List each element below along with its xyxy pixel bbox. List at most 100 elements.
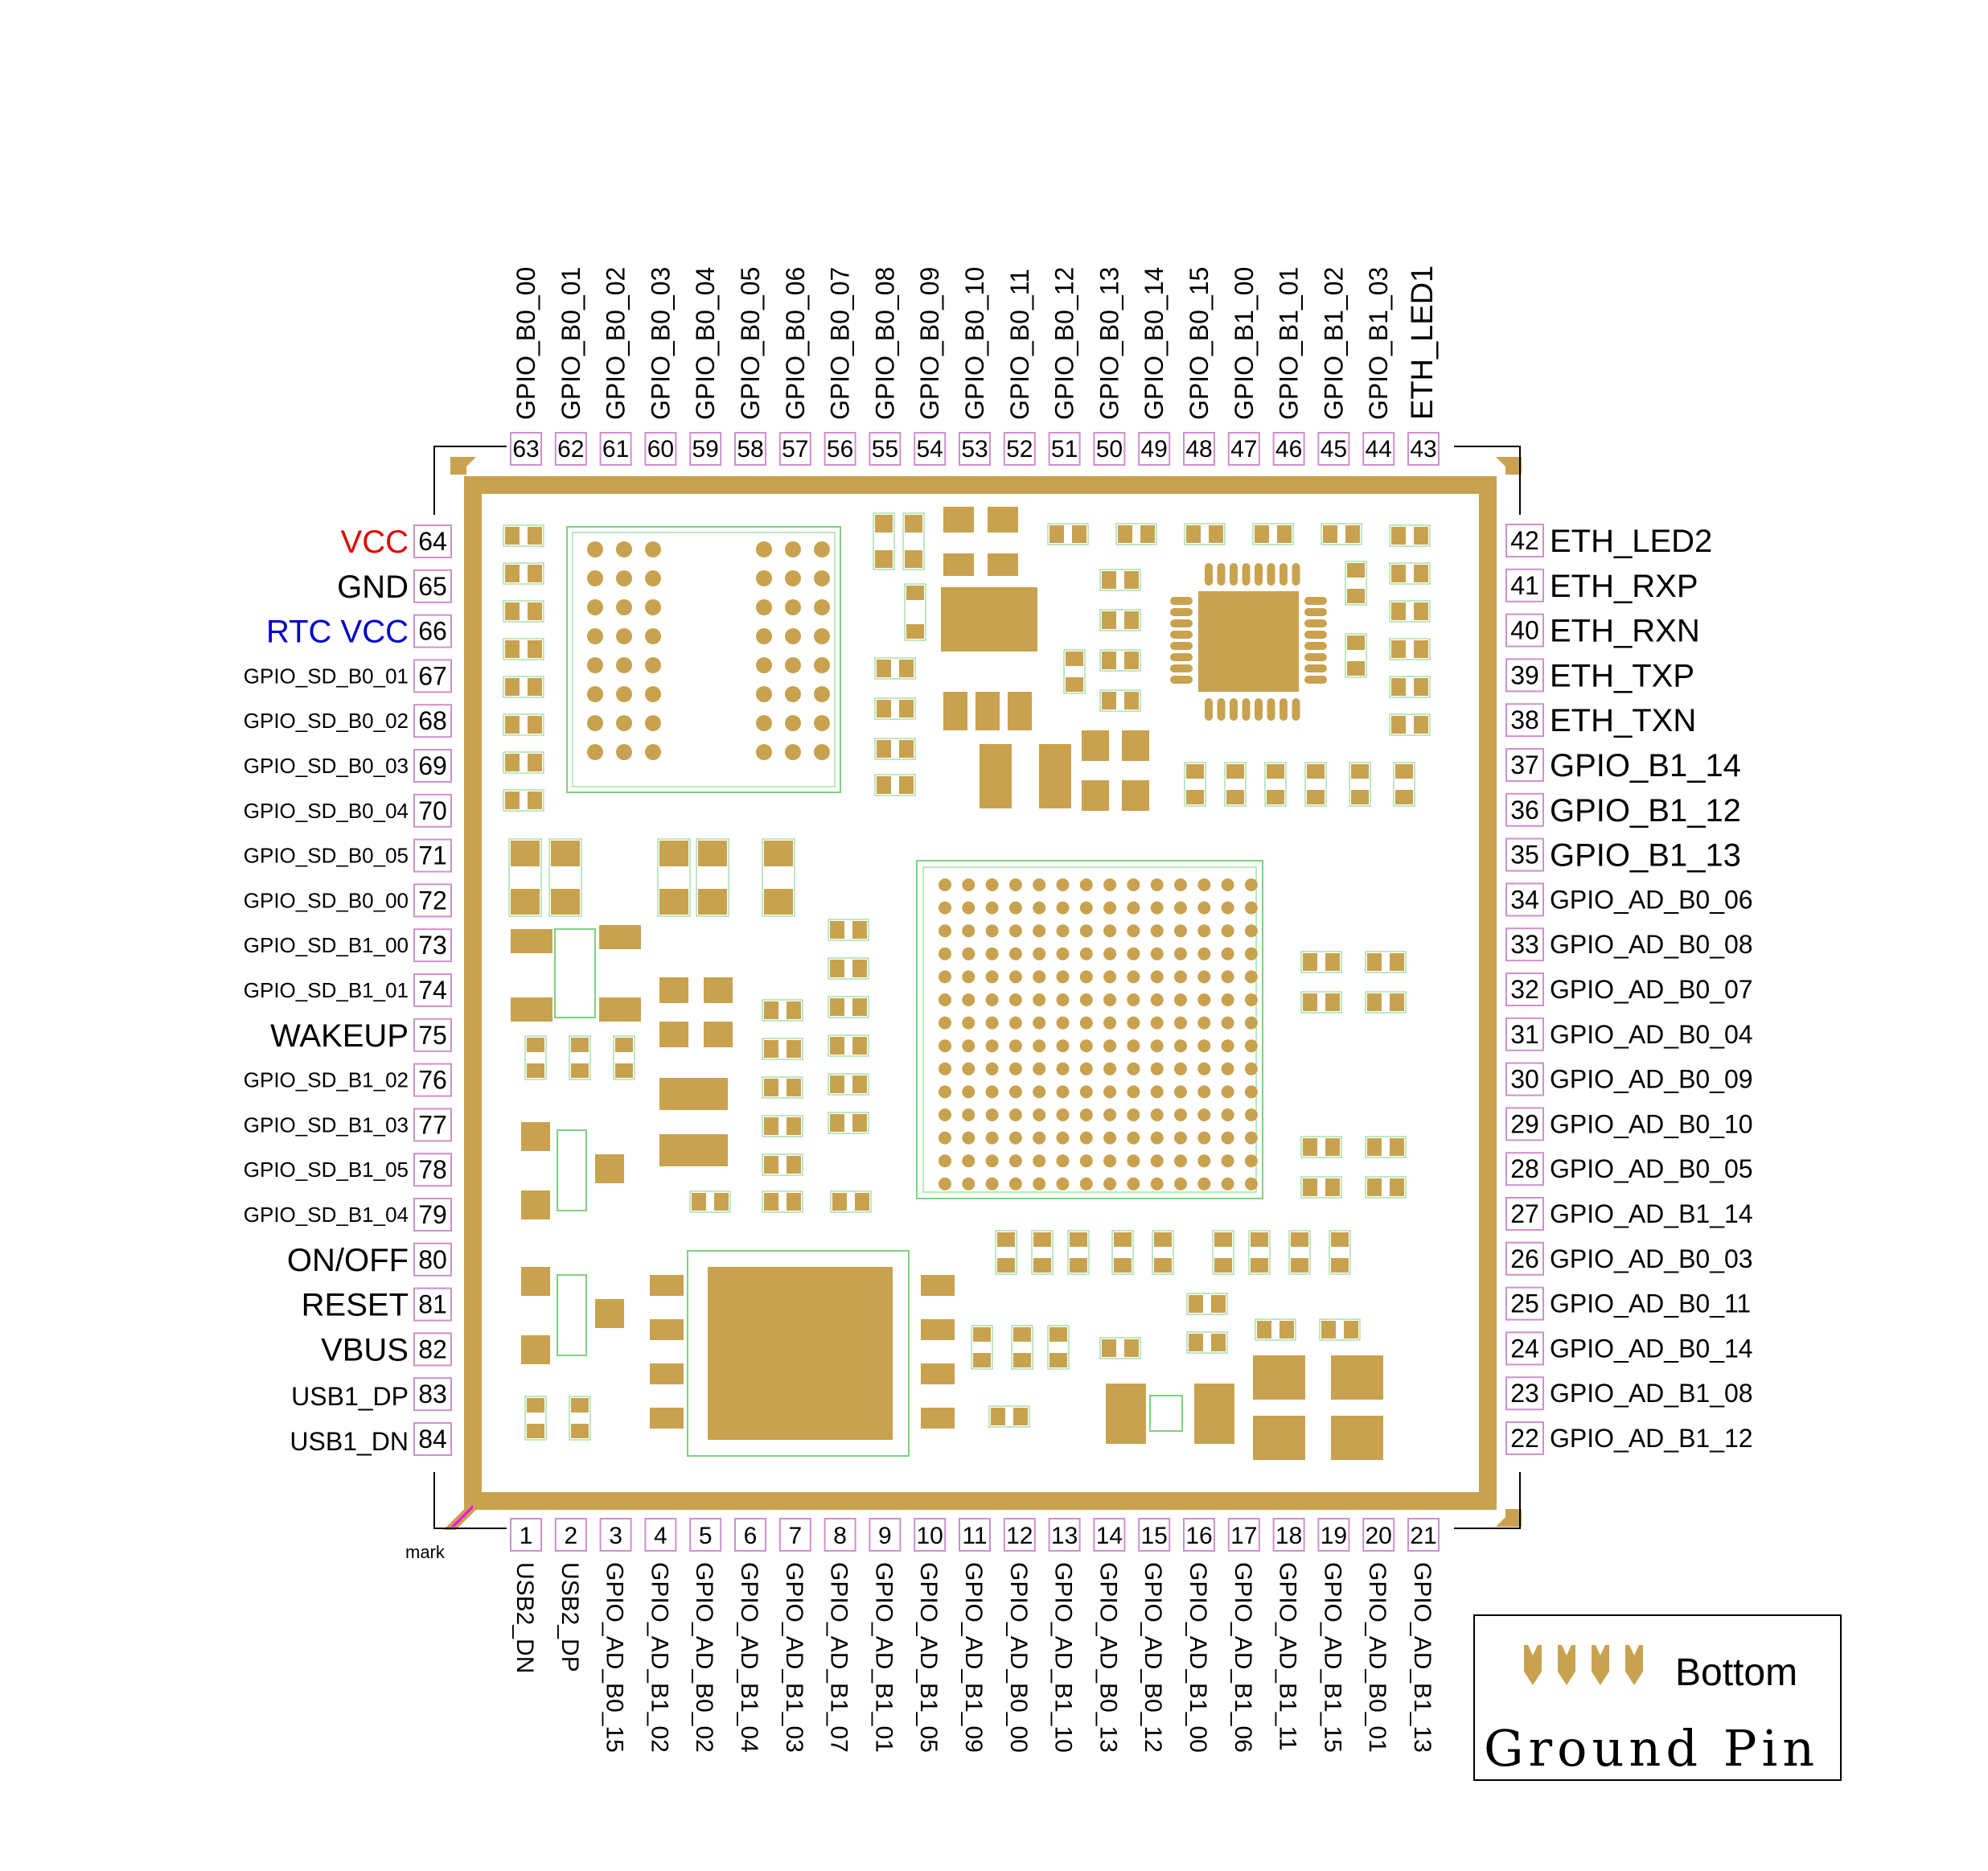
qfn-pin [1170, 664, 1193, 672]
qfn-pin [1292, 698, 1300, 721]
pin-label: GPIO_SD_B1_01 [244, 978, 409, 1002]
ground-pad-top-right [1496, 457, 1522, 475]
pad [1390, 953, 1404, 971]
pin-box [1505, 703, 1544, 738]
bga-ball [1056, 1039, 1070, 1053]
pin-label: GPIO_B0_01 [557, 267, 585, 420]
bga-ball [785, 628, 801, 644]
bga-ball [1008, 970, 1022, 984]
pad [787, 1040, 801, 1058]
pad [659, 1022, 688, 1047]
pin-label: GPIO_SD_B1_03 [244, 1112, 409, 1137]
pad [943, 587, 967, 591]
pad-outline [828, 919, 869, 941]
pin-label: GPIO_AD_B1_12 [1550, 1424, 1753, 1453]
pad [650, 1408, 684, 1429]
passive-component [569, 1035, 591, 1080]
pin-box [1505, 792, 1544, 827]
bga-ball [1150, 1016, 1164, 1030]
crystal-pad-bottom [659, 1134, 728, 1166]
pin-number: 80 [418, 1245, 447, 1274]
pin-label: GPIO_B1_12 [1550, 793, 1741, 829]
pad [1013, 1353, 1031, 1367]
passive-component [1365, 951, 1407, 973]
pin-label: GPIO_B1_13 [1550, 838, 1741, 874]
pad-outline [503, 676, 544, 698]
bga-ball [985, 1131, 999, 1145]
pin-label: GPIO_AD_B0_06 [1550, 885, 1753, 914]
bga-ball [1221, 1016, 1234, 1030]
passive-component [1304, 762, 1327, 807]
bga-ball [1056, 947, 1070, 960]
pin-label: GPIO_AD_B0_12 [1140, 1562, 1166, 1753]
qfn-pin [1292, 563, 1300, 586]
pin-box [1505, 1331, 1544, 1366]
pin-box [413, 1153, 452, 1187]
pad [1049, 1353, 1067, 1367]
cap-outline [1149, 1395, 1183, 1432]
passive-component [1264, 762, 1287, 807]
pad [976, 587, 1000, 591]
bga-ball [814, 686, 830, 702]
passive-component [1329, 1230, 1351, 1275]
pad-outline [1047, 523, 1089, 545]
pin-number: 67 [418, 661, 447, 690]
bga-ball [1103, 1016, 1117, 1030]
pin-number: 77 [418, 1110, 447, 1139]
pad [650, 1275, 684, 1296]
bga-ball [814, 541, 830, 557]
pin-number: 17 [1230, 1523, 1257, 1549]
bga-ball [587, 686, 603, 702]
pad [1277, 525, 1292, 543]
pad [943, 507, 974, 533]
pad [875, 515, 893, 533]
crystal-pad-top [659, 1078, 728, 1110]
pad [1325, 993, 1340, 1011]
passive-component [503, 751, 544, 774]
pin-label: GPIO_AD_B1_04 [736, 1562, 762, 1753]
pin-number: 13 [1051, 1523, 1078, 1549]
pad [764, 1079, 778, 1096]
bga-ball [1056, 1154, 1070, 1168]
bga-ball [1221, 924, 1234, 938]
bga-ball [1197, 1039, 1211, 1053]
pin-label: ETH_TXP [1550, 658, 1694, 693]
pin-box [1505, 1421, 1544, 1455]
bga-ball [1244, 924, 1258, 938]
cpu-bga-balls [939, 878, 1258, 1190]
pin-box [1317, 1518, 1350, 1552]
pad [1257, 1321, 1271, 1338]
pad-outline [1152, 1230, 1174, 1275]
bga-ball [1008, 993, 1022, 1006]
pin-box [599, 432, 632, 466]
ground-pin-icon [1625, 1645, 1643, 1685]
pin-number: 81 [418, 1290, 447, 1319]
bga-ball [785, 744, 801, 760]
passive-component [1300, 1176, 1342, 1199]
bga-ball [1033, 1085, 1046, 1099]
qfn-pin [1170, 676, 1193, 684]
bga-ball [1008, 1016, 1022, 1030]
pin-number: 14 [1096, 1523, 1123, 1549]
legend-ground-label: Ground Pin [1484, 1719, 1819, 1778]
pin-number: 22 [1510, 1424, 1539, 1453]
pin-label: RTC VCC [266, 615, 409, 650]
bga-ball [1221, 970, 1234, 984]
pin-box [1272, 1518, 1305, 1552]
pin-label: GPIO_AD_B1_13 [1409, 1562, 1436, 1753]
pin-box [1505, 748, 1544, 782]
passive-component [696, 838, 729, 917]
pad-outline [503, 789, 544, 812]
pad-outline [830, 1190, 872, 1213]
pad [1414, 716, 1428, 734]
